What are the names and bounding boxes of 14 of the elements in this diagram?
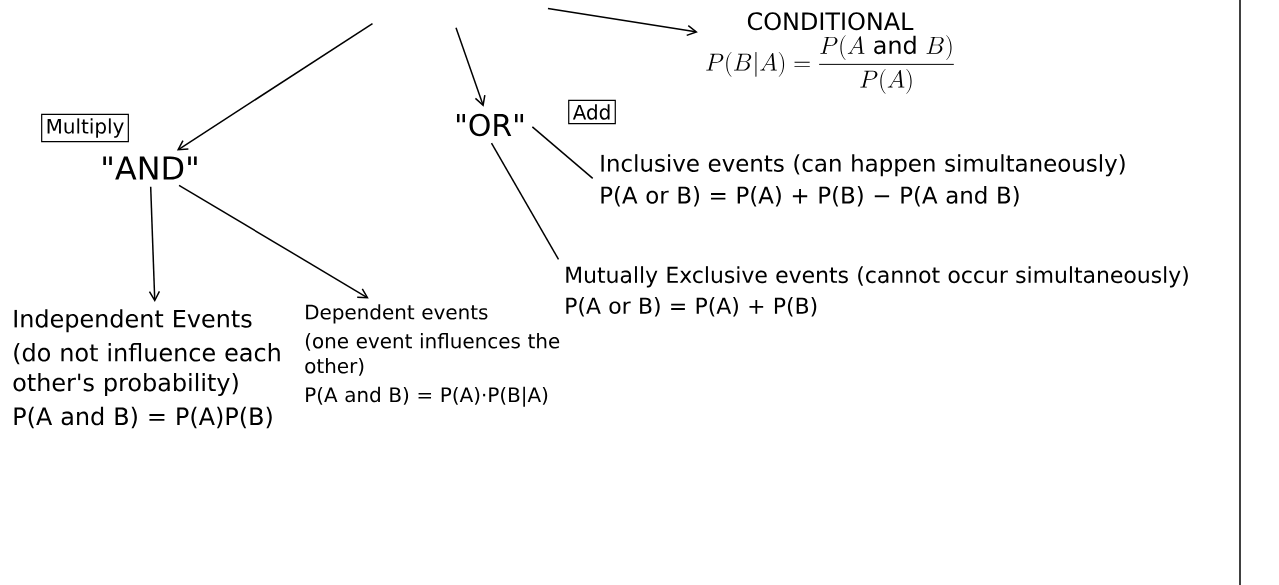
- arrow: [178, 184, 369, 299]
- keyword-box: Add: [568, 99, 616, 125]
- arrow: [176, 22, 374, 151]
- arrow: [455, 27, 486, 107]
- keyword-box: Multiply: [41, 113, 129, 143]
- rule-text: Independent Events (do not influence each other's probability) P(A and B) = P(A)P(B): [13, 309, 280, 429]
- concept-label: "AND": [103, 156, 197, 180]
- rule-text: Dependent events (one event influences the other) P(A and B) = P(A)·P(B|A): [305, 304, 560, 407]
- rule-text: Mutually Exclusive events (cannot occur simultaneously) P(A or B) = P(A) + P(B): [566, 266, 1188, 317]
- concept-label: CONDITIONAL $P(B|A) = \frac{P(A \text{ and } B)}{P(A)}$: [706, 12, 954, 94]
- arrow: [148, 186, 161, 302]
- concept-label: "OR": [457, 113, 524, 137]
- rule-text: Inclusive events (can happen simultaneously) P(A or B) = P(A) + P(B) − P(A and B): [601, 154, 1125, 207]
- arrow: [547, 7, 698, 37]
